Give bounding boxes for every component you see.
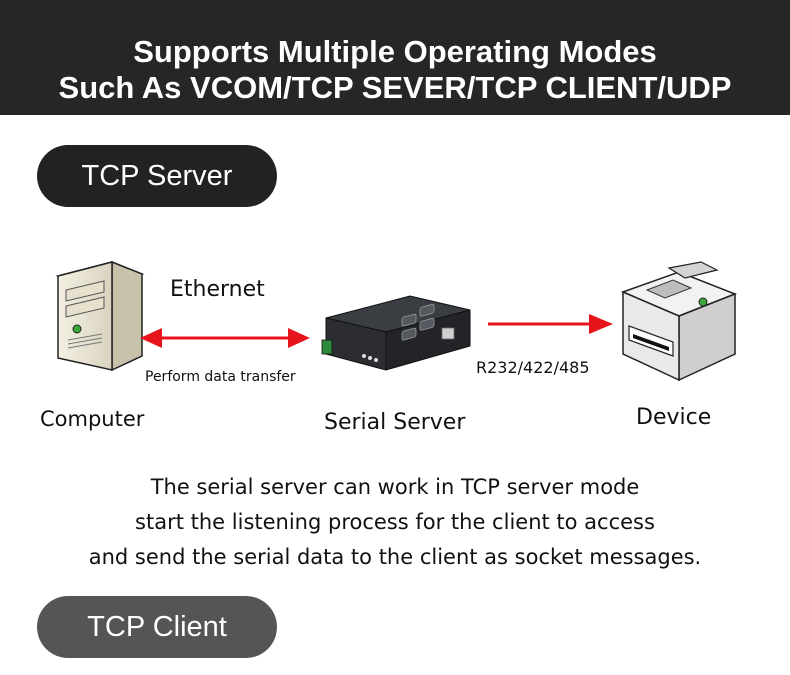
ethernet-label: Ethernet [170,277,265,302]
description-line-2: start the listening process for the clie… [135,510,655,534]
description-line-3: and send the serial data to the client a… [88,545,702,569]
device-label: Device [636,405,712,430]
serial-link-label: R232/422/485 [476,358,590,377]
banner-title-line-1: Supports Multiple Operating Modes [133,34,657,69]
serial-link-arrow [488,314,613,334]
tcp-client-label: TCP Client [37,596,277,658]
serial-server-icon [321,295,471,371]
banner-title-line-2: Such As VCOM/TCP SEVER/TCP CLIENT/UDP [58,70,732,105]
description-line-1: The serial server can work in TCP server… [150,475,640,499]
serial-server-label: Serial Server [324,410,466,435]
perform-data-transfer-label: Perform data transfer [145,369,296,385]
header-banner: Supports Multiple Operating Modes Such A… [0,0,790,115]
tcp-server-label: TCP Server [37,145,277,207]
device-printer-icon [620,261,738,382]
tcp-server-description: The serial server can work in TCP server… [0,470,790,575]
ethernet-double-arrow [140,328,310,348]
computer-icon [55,260,145,372]
computer-label: Computer [40,407,145,431]
